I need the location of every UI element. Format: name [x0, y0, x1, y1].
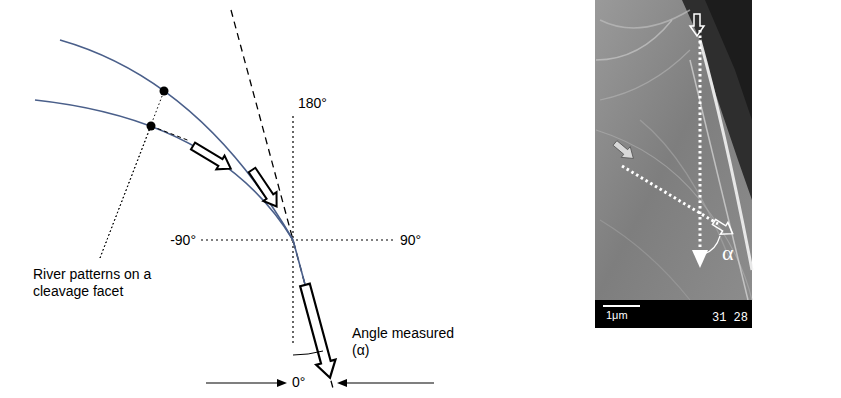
callout-text: Angle measured (α): [352, 325, 464, 359]
angle-arc: [293, 351, 323, 355]
block-arrow: [295, 282, 339, 380]
marker-arrow: [710, 216, 736, 240]
dotted-reference: [699, 30, 702, 250]
arrowhead: [692, 250, 708, 268]
angle-symbol: α: [722, 240, 734, 266]
angle-label: -90°: [170, 232, 196, 249]
block-arrow: [189, 139, 235, 175]
info-bar: [595, 300, 752, 328]
leader-line: [100, 91, 164, 258]
river-line: [60, 40, 293, 240]
image-code: 31 28: [712, 311, 748, 325]
arrowhead: [337, 379, 347, 387]
arrowhead: [277, 379, 287, 387]
scale-label: 1μm: [606, 309, 628, 322]
block-arrow: [245, 166, 283, 211]
river-line: [293, 240, 306, 288]
leader-line: [100, 126, 151, 258]
river-line: [35, 100, 293, 240]
angle-label: 180°: [298, 95, 327, 112]
measure-arrow: [346, 382, 434, 383]
axis-vertical: [292, 116, 293, 346]
angle-label: 0°: [292, 374, 305, 391]
tangent-line: [151, 126, 190, 141]
dotted-direction: [622, 166, 718, 224]
angle-label: 90°: [400, 232, 421, 249]
callout-text: River patterns on a cleavage facet: [33, 266, 163, 300]
marker-arrow: [611, 138, 638, 164]
axis-horizontal: [201, 239, 394, 240]
scale-bar: [603, 305, 640, 307]
sem-image: [595, 0, 752, 328]
angle-arc: [704, 236, 720, 254]
measure-arrow: [206, 382, 278, 383]
marker-arrow: [690, 14, 704, 36]
